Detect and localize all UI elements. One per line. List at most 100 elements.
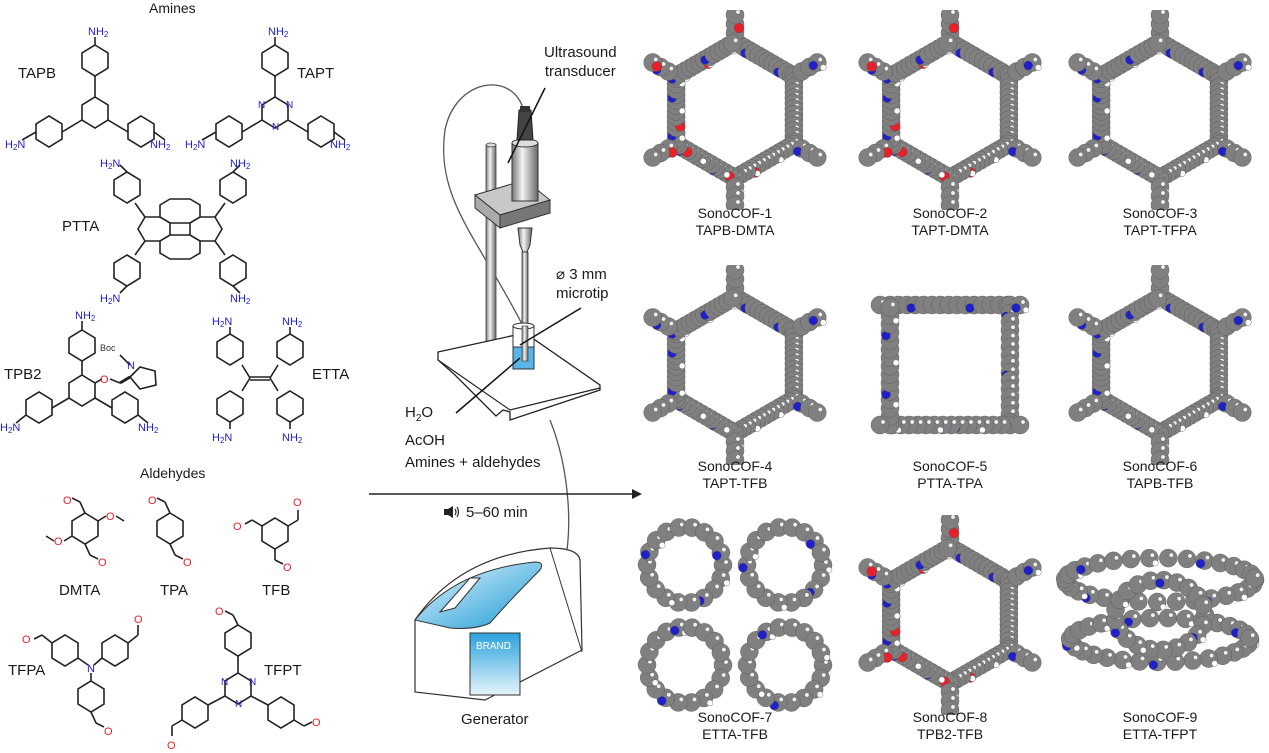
- hydrogen-atom: [805, 526, 810, 532]
- hydrogen-atom: [868, 562, 874, 567]
- hydrogen-atom: [735, 10, 741, 15]
- hydrogen-atom: [666, 592, 672, 598]
- svg-text:O: O: [22, 634, 31, 646]
- hydrogen-atom: [1114, 555, 1119, 561]
- hydrogen-atom: [893, 107, 901, 115]
- svg-text:H2N: H2N: [185, 139, 205, 152]
- hydrogen-atom: [1093, 321, 1099, 326]
- hydrogen-atom: [1032, 57, 1038, 62]
- nitrogen-atom: [1148, 660, 1159, 670]
- hydrogen-atom: [868, 152, 874, 157]
- hydrogen-atom: [821, 647, 827, 652]
- cof-combination: TAPT-DMTA: [911, 222, 989, 238]
- carbon-atom: [1233, 403, 1252, 422]
- hydrogen-atom: [1086, 61, 1091, 67]
- hydrogen-atom: [976, 419, 982, 425]
- carbon-atom: [1023, 653, 1042, 672]
- hydrogen-atom: [950, 190, 956, 196]
- hydrogen-atom: [735, 181, 741, 187]
- hydrogen-atom: [1094, 649, 1100, 655]
- hydrogen-atom: [993, 419, 999, 425]
- hydrogen-atom: [1203, 619, 1209, 625]
- hydrogen-atom: [715, 635, 720, 641]
- nitrogen-atom: [1023, 60, 1033, 71]
- cof-combination: TAPT-TFB: [702, 475, 768, 491]
- tapt-label: TAPT: [297, 65, 335, 82]
- hydrogen-atom: [950, 515, 956, 520]
- amines-title: Amines: [149, 0, 196, 16]
- cof-combination: PTTA-TPA: [917, 475, 983, 491]
- hydrogen-atom: [1234, 647, 1240, 652]
- hydrogen-atom: [1010, 341, 1016, 347]
- hydrogen-atom: [1157, 596, 1163, 602]
- carbon-atom: [1158, 608, 1178, 628]
- nitrogen-atom: [805, 539, 816, 549]
- hydrogen-atom: [749, 572, 755, 578]
- svg-text:N: N: [258, 100, 265, 111]
- hydrogen-atom: [668, 321, 674, 326]
- oxygen-atom: [866, 61, 877, 72]
- hydrogen-atom: [661, 61, 666, 67]
- hydrogen-atom: [1250, 632, 1256, 638]
- hydrogen-atom: [1022, 306, 1030, 314]
- carbon-atom: [1023, 148, 1042, 167]
- cof-structure: [643, 10, 827, 210]
- hydrogen-atom: [1098, 557, 1104, 563]
- carbon-atom: [938, 539, 957, 558]
- svg-text:N: N: [286, 100, 293, 111]
- cof-combination: TPB2-TFB: [916, 726, 984, 742]
- hydrogen-atom: [692, 697, 697, 702]
- hydrogen-atom: [950, 199, 956, 205]
- hydrogen-atom: [1160, 454, 1166, 460]
- aldehydes-title: Aldehydes: [140, 465, 206, 481]
- cof-structure: [1068, 265, 1252, 465]
- hydrogen-atom: [1127, 633, 1133, 639]
- hydrogen-atom: [979, 426, 986, 434]
- hydrogen-atom: [1107, 652, 1113, 658]
- hydrogen-atom: [721, 647, 727, 652]
- hydrogen-atom: [766, 592, 772, 598]
- hydrogen-atom: [909, 419, 915, 425]
- tfpt-label: TFPT: [264, 662, 302, 679]
- carbon-atom: [1068, 308, 1087, 327]
- hydrogen-atom: [1078, 57, 1084, 62]
- hydrogen-atom: [766, 692, 772, 698]
- hydrogen-atom: [1032, 657, 1038, 662]
- cof-name: SonoCOF-9: [1122, 709, 1198, 725]
- hydrogen-atom: [705, 626, 710, 632]
- cof-combination: TAPB-DMTA: [695, 222, 775, 238]
- hydrogen-atom: [821, 572, 827, 578]
- hydrogen-atom: [1079, 585, 1084, 591]
- carbon-atom: [725, 450, 745, 465]
- svg-text:N: N: [272, 122, 279, 133]
- tpa-label: TPA: [160, 582, 189, 599]
- hydrogen-atom: [678, 107, 686, 115]
- hydrogen-atom: [651, 679, 659, 686]
- hydrogen-atom: [653, 407, 659, 412]
- hydrogen-atom: [804, 592, 810, 598]
- hydrogen-atom: [666, 692, 672, 698]
- cof-combination: ETTA-TFPT: [1122, 726, 1198, 742]
- carbon-atom: [870, 415, 890, 435]
- sonication-setup: [369, 84, 642, 701]
- hydrogen-atom: [1086, 316, 1091, 322]
- hydrogen-atom: [1209, 653, 1215, 658]
- hydrogen-atom: [1226, 590, 1232, 596]
- hydrogen-atom: [1103, 134, 1111, 142]
- svg-text:H2N: H2N: [100, 158, 120, 171]
- hydrogen-atom: [893, 612, 901, 620]
- svg-text:N: N: [87, 663, 95, 675]
- hydrogen-atom: [1242, 407, 1248, 412]
- nitrogen-atom: [640, 549, 651, 560]
- hydrogen-atom: [1010, 366, 1016, 372]
- hydrogen-atom: [749, 672, 755, 678]
- svg-text:O: O: [167, 740, 176, 752]
- hydrogen-atom: [1093, 398, 1099, 403]
- reagents-label: H2O AcOH Amines + aldehydes: [405, 404, 541, 471]
- generator-label: Generator: [461, 711, 529, 728]
- hydrogen-atom: [1140, 647, 1147, 654]
- hydrogen-atom: [1255, 572, 1261, 578]
